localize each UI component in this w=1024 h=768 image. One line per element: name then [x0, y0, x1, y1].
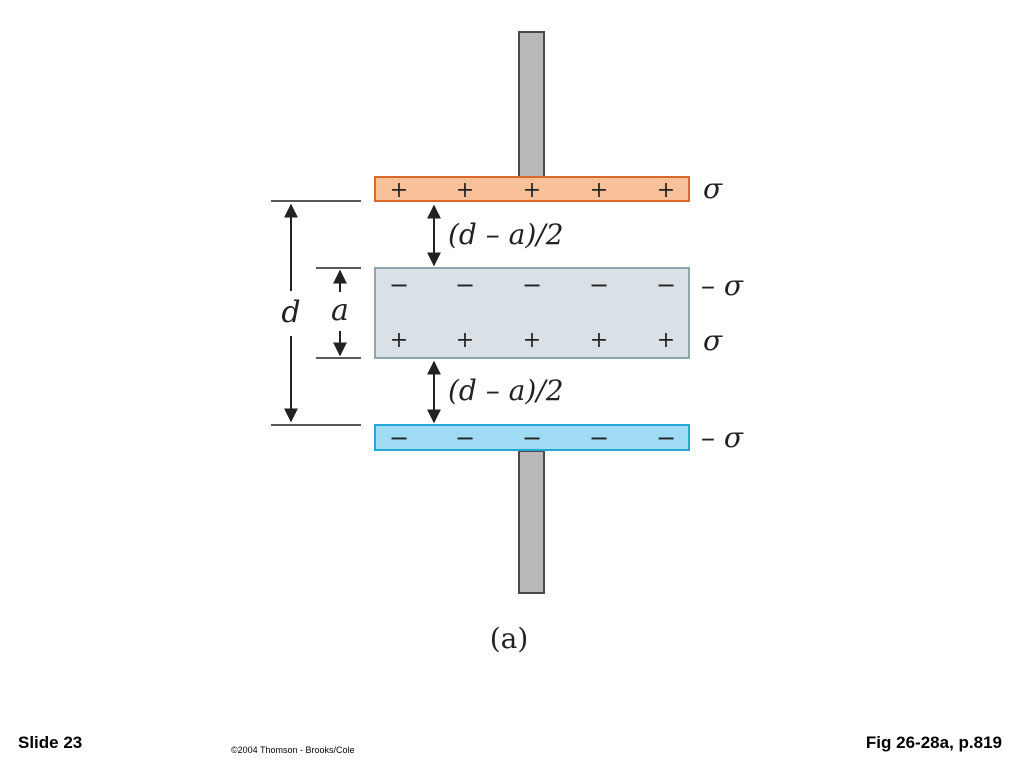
slab-plus-sign: + — [590, 328, 608, 353]
top-plate-plus-sign: + — [590, 178, 608, 203]
slab-minus-sign: − — [522, 271, 542, 299]
top-plate-plus-sign: + — [657, 178, 675, 203]
copyright-notice: ©2004 Thomson - Brooks/Cole — [231, 745, 355, 755]
lower-gap-label: (d – a)/2 — [448, 374, 564, 407]
slab-minus-sign: − — [389, 271, 409, 299]
bottom-plate-minus-sign: − — [389, 424, 409, 452]
upper-gap-label: (d – a)/2 — [448, 218, 564, 251]
bottom-plate — [374, 424, 690, 451]
slab-plus-sign: + — [456, 328, 474, 353]
slab-minus-sign: − — [656, 271, 676, 299]
top-plate — [374, 176, 690, 202]
top-plate-plus-sign: + — [390, 178, 408, 203]
top-plate-plus-sign: + — [456, 178, 474, 203]
bottom-plate-minus-sign: − — [522, 424, 542, 452]
bottom-plate-minus-sign: − — [455, 424, 475, 452]
neg-sigma-label-slab-top: – σ — [701, 269, 744, 302]
sigma-label-slab-bottom: σ — [703, 324, 723, 357]
a-dimension-label: a — [331, 293, 349, 328]
slab-plus-sign: + — [523, 328, 541, 353]
bottom-plate-minus-sign: − — [589, 424, 609, 452]
slab-minus-sign: − — [455, 271, 475, 299]
slab-plus-sign: + — [657, 328, 675, 353]
slide-number: Slide 23 — [18, 733, 83, 752]
slab-plus-sign: + — [390, 328, 408, 353]
figure-reference: Fig 26-28a, p.819 — [865, 733, 1002, 752]
bottom-plate-minus-sign: − — [656, 424, 676, 452]
bottom-wire — [518, 450, 545, 594]
slab-minus-sign: − — [589, 271, 609, 299]
top-plate-plus-sign: + — [523, 178, 541, 203]
d-dimension-label: d — [281, 295, 300, 330]
top-wire — [518, 31, 545, 178]
neg-sigma-label-bottom-plate: – σ — [701, 421, 744, 454]
dielectric-slab — [374, 267, 690, 359]
sigma-label-top-plate: σ — [703, 172, 723, 205]
figure-caption: (a) — [490, 622, 529, 655]
